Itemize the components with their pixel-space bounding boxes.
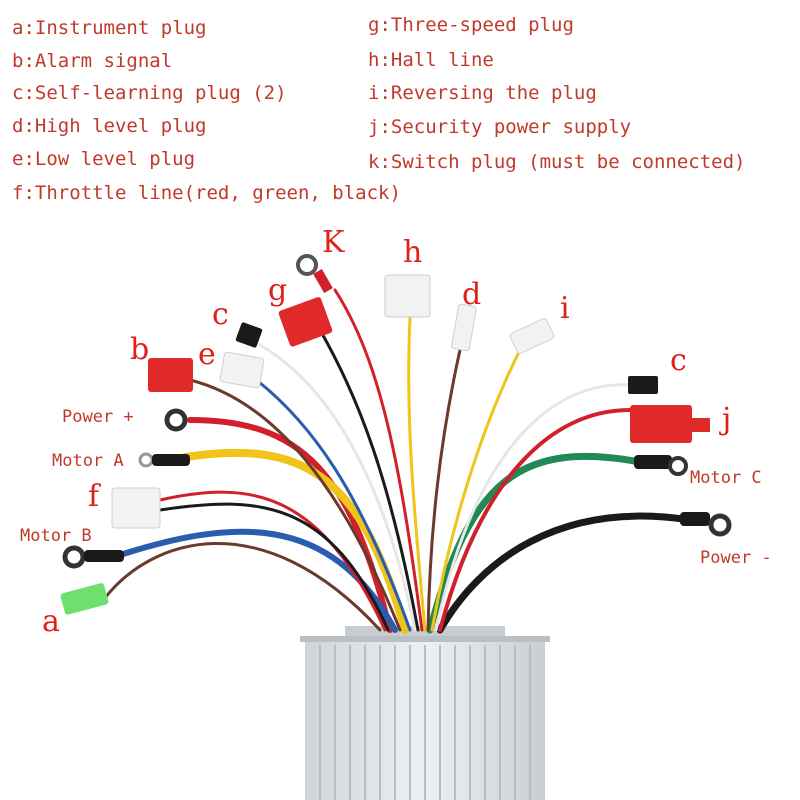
- legend-item-e: e:Low level plug: [12, 148, 196, 170]
- e-connector: [219, 351, 265, 389]
- callout-i: i: [560, 291, 570, 326]
- callout-c-left: c: [212, 297, 229, 332]
- k-ring-terminal: [296, 254, 318, 276]
- k-sleeve: [313, 268, 333, 294]
- legend: a:Instrument plug b:Alarm signal c:Self-…: [0, 0, 800, 215]
- legend-item-d: d:High level plug: [12, 115, 207, 137]
- legend-item-g: g:Three-speed plug: [368, 14, 574, 36]
- d-connector: [451, 303, 477, 352]
- callout-b: b: [130, 332, 150, 367]
- f-connector: [111, 487, 161, 529]
- callout-d: d: [462, 277, 482, 312]
- c-left-connector: [235, 322, 263, 348]
- motor-a-sleeve: [152, 454, 190, 466]
- label-power-minus: Power -: [700, 548, 772, 568]
- legend-item-i: i:Reversing the plug: [368, 82, 597, 104]
- a-connector: [60, 583, 109, 615]
- wire-bundle: [103, 288, 694, 634]
- power-plus-terminal: [164, 408, 188, 432]
- label-motor-c: Motor C: [690, 468, 762, 488]
- wire-d: [426, 348, 462, 632]
- wire-power-minus: [436, 512, 694, 634]
- callout-j: j: [722, 402, 732, 437]
- callout-h: h: [403, 235, 423, 270]
- wire-g: [318, 328, 420, 632]
- g-connector: [278, 297, 333, 347]
- wire-motor-a: [181, 448, 409, 634]
- h-connector: [384, 274, 431, 318]
- motor-c-sleeve: [634, 455, 672, 469]
- wire-h: [407, 316, 427, 632]
- b-connector: [148, 358, 193, 392]
- power-minus-sleeve: [680, 512, 710, 526]
- j-tab: [692, 418, 710, 432]
- legend-item-j: j:Security power supply: [368, 116, 632, 138]
- i-connector: [509, 318, 555, 354]
- wire-e: [248, 373, 412, 632]
- callout-g: g: [268, 273, 288, 308]
- c-right-connector: [628, 376, 658, 394]
- legend-item-h: h:Hall line: [368, 49, 494, 71]
- wire-c-right: [434, 383, 632, 632]
- wire-b: [188, 378, 402, 632]
- legend-item-b: b:Alarm signal: [12, 50, 173, 72]
- motor-a-terminal: [138, 452, 154, 468]
- wire-f-red: [158, 490, 387, 632]
- motor-c-terminal: [668, 456, 688, 476]
- wire-c-left: [258, 343, 417, 632]
- wire-a: [103, 542, 382, 632]
- callout-c-right: c: [670, 343, 687, 378]
- callout-e: e: [198, 337, 216, 372]
- label-motor-b: Motor B: [20, 526, 92, 546]
- wire-j: [438, 408, 632, 632]
- motor-b-sleeve: [84, 550, 124, 562]
- wire-motor-b: [117, 528, 398, 633]
- wire-f-black: [158, 502, 390, 632]
- legend-item-c: c:Self-learning plug (2): [12, 82, 287, 104]
- controller-housing: [300, 626, 550, 800]
- legend-item-a: a:Instrument plug: [12, 17, 207, 39]
- connectors: [60, 254, 732, 615]
- power-minus-terminal: [708, 513, 732, 537]
- wire-k: [333, 288, 424, 632]
- callout-a: a: [42, 604, 60, 639]
- label-power-plus: Power +: [62, 407, 134, 427]
- callout-k: K: [322, 225, 345, 260]
- j-connector: [630, 405, 692, 443]
- label-motor-a: Motor A: [52, 451, 124, 471]
- motor-b-terminal: [62, 545, 86, 569]
- legend-item-f: f:Throttle line(red, green, black): [12, 182, 401, 204]
- legend-item-k: k:Switch plug (must be connected): [368, 151, 746, 173]
- callout-f: f: [88, 479, 100, 514]
- wire-i: [430, 348, 522, 632]
